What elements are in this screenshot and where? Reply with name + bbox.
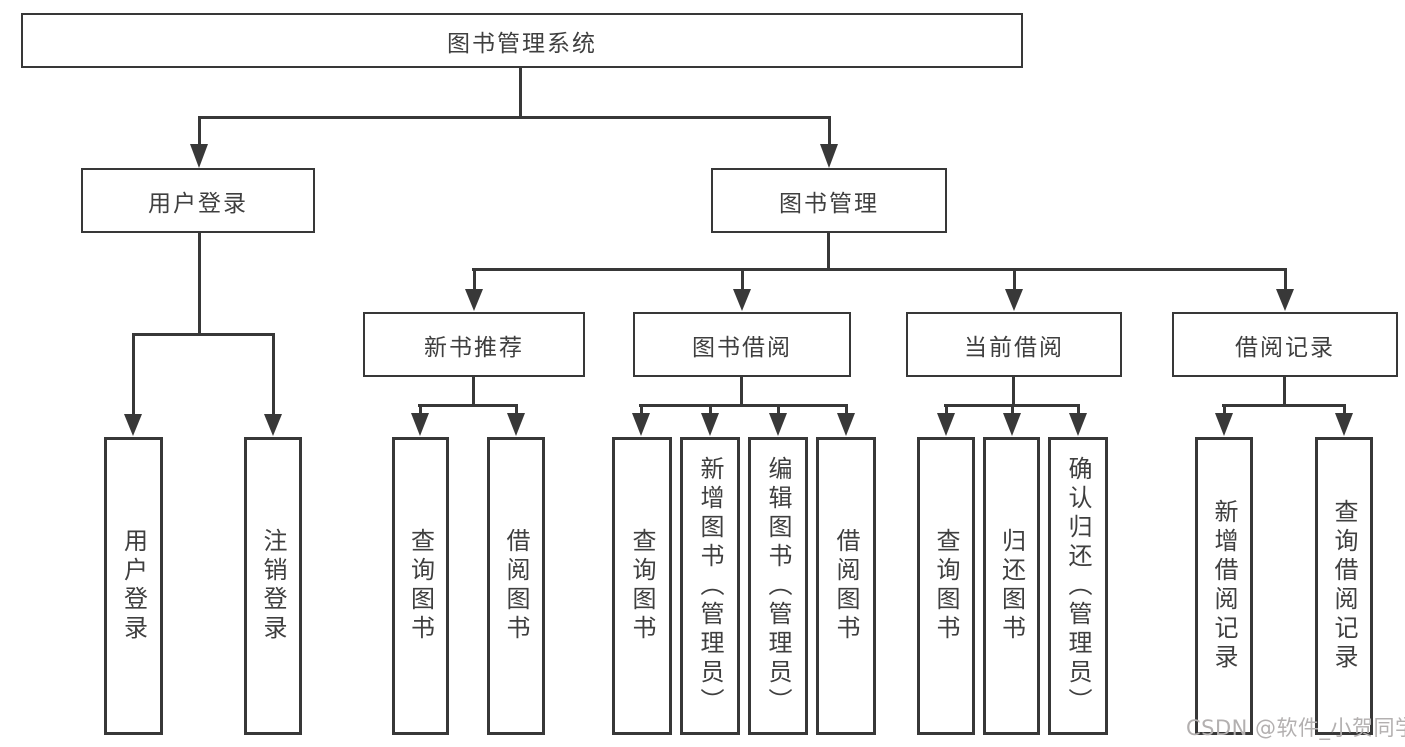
- connector-line: [740, 375, 743, 407]
- leaf-logout: 注销登录: [244, 437, 302, 735]
- connector-line: [1284, 269, 1287, 290]
- leaf-add-book-admin: 新增图书（管理员）: [680, 437, 740, 735]
- connector-line: [639, 404, 848, 407]
- connector-line: [845, 405, 848, 414]
- connector-line: [640, 405, 643, 414]
- connector-line: [1012, 375, 1015, 407]
- leaf-borrow-books-1: 借阅图书: [487, 437, 545, 735]
- leaf-query-books-1: 查询图书: [392, 437, 449, 735]
- arrow-down-icon: [1215, 413, 1233, 436]
- leaf-add-borrow-record: 新增借阅记录: [1195, 437, 1253, 735]
- connector-line: [519, 66, 522, 118]
- arrow-down-icon: [632, 413, 650, 436]
- arrow-down-icon: [1003, 413, 1021, 436]
- connector-line: [198, 231, 201, 336]
- leaf-confirm-return-admin: 确认归还（管理员）: [1048, 437, 1108, 735]
- leaf-query-borrow-record: 查询借阅记录: [1315, 437, 1373, 735]
- connector-line: [272, 334, 275, 415]
- connector-line: [418, 404, 518, 407]
- arrow-down-icon: [1276, 289, 1294, 311]
- arrow-down-icon: [124, 414, 142, 436]
- leaf-return-book: 归还图书: [983, 437, 1040, 735]
- connector-line: [472, 268, 1287, 271]
- leaf-query-books-2: 查询图书: [612, 437, 672, 735]
- arrow-down-icon: [1005, 289, 1023, 311]
- connector-line: [198, 117, 201, 145]
- arrow-down-icon: [465, 289, 483, 311]
- node-book-management: 图书管理: [711, 168, 947, 233]
- arrow-down-icon: [1069, 413, 1087, 436]
- connector-line: [198, 116, 831, 119]
- connector-line: [515, 405, 518, 414]
- node-borrowing-records: 借阅记录: [1172, 312, 1398, 377]
- arrow-down-icon: [937, 413, 955, 436]
- leaf-user-login: 用户登录: [104, 437, 163, 735]
- node-book-borrowing: 图书借阅: [633, 312, 851, 377]
- node-current-borrowing: 当前借阅: [906, 312, 1122, 377]
- arrow-down-icon: [733, 289, 751, 311]
- arrow-down-icon: [411, 413, 429, 436]
- connector-line: [472, 375, 475, 407]
- arrow-down-icon: [264, 414, 282, 436]
- node-library-management-system: 图书管理系统: [21, 13, 1023, 68]
- connector-line: [1222, 404, 1346, 407]
- arrow-down-icon: [769, 413, 787, 436]
- leaf-query-books-3: 查询图书: [917, 437, 975, 735]
- connector-line: [741, 269, 744, 290]
- connector-line: [1013, 269, 1016, 290]
- connector-line: [1223, 405, 1226, 414]
- csdn-watermark: CSDN @软件_小贺同学: [1186, 716, 1405, 740]
- connector-line: [828, 117, 831, 145]
- connector-line: [1077, 405, 1080, 414]
- connector-line: [709, 405, 712, 414]
- arrow-down-icon: [507, 413, 525, 436]
- connector-line: [777, 405, 780, 414]
- leaf-borrow-books-2: 借阅图书: [816, 437, 876, 735]
- connector-line: [1283, 375, 1286, 407]
- node-new-book-recommend: 新书推荐: [363, 312, 585, 377]
- connector-line: [473, 269, 476, 290]
- connector-line: [1011, 405, 1014, 414]
- arrow-down-icon: [190, 144, 208, 168]
- node-user-login: 用户登录: [81, 168, 315, 233]
- connector-line: [419, 405, 422, 414]
- arrow-down-icon: [1335, 413, 1353, 436]
- connector-line: [945, 405, 948, 414]
- connector-line: [827, 231, 830, 271]
- arrow-down-icon: [701, 413, 719, 436]
- arrow-down-icon: [837, 413, 855, 436]
- arrow-down-icon: [820, 144, 838, 168]
- leaf-edit-book-admin: 编辑图书（管理员）: [748, 437, 808, 735]
- connector-line: [132, 334, 135, 415]
- connector-line: [1343, 405, 1346, 414]
- connector-line: [132, 333, 275, 336]
